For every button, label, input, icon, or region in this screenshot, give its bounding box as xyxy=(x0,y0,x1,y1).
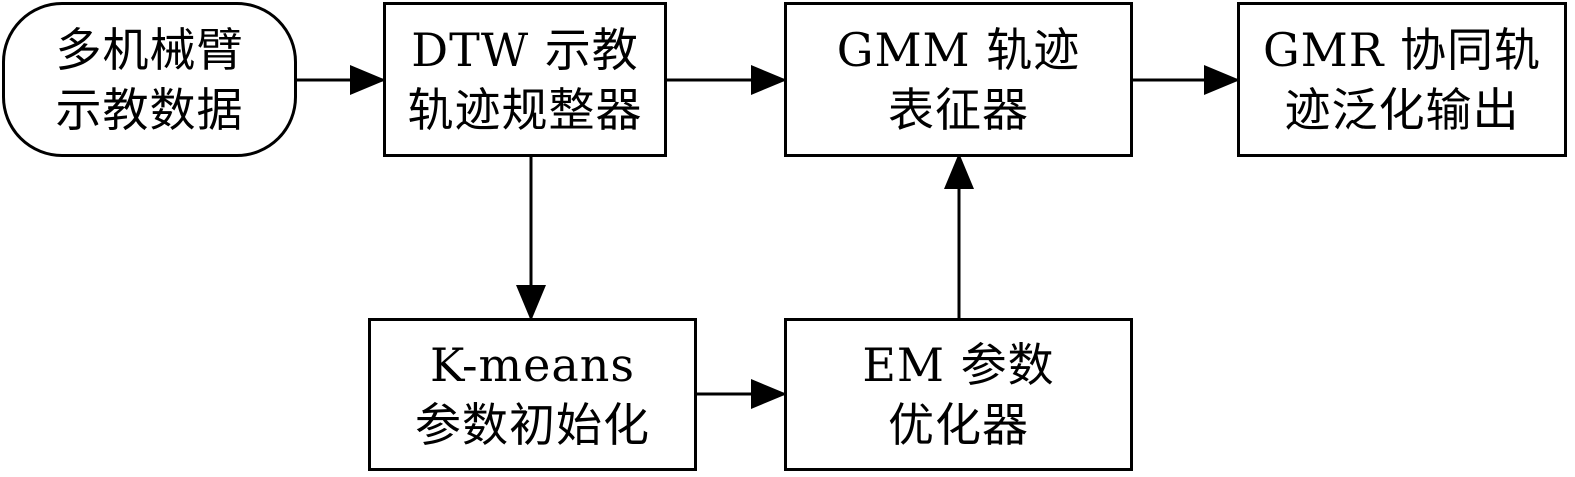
node-source-line1: 多机械臂 xyxy=(55,22,244,77)
node-dtw: DTW 示教 轨迹规整器 xyxy=(383,2,667,157)
node-kmeans-line2: 参数初始化 xyxy=(415,397,650,452)
node-gmm-line1: GMM 轨迹 xyxy=(836,22,1081,77)
node-gmr: GMR 协同轨 迹泛化输出 xyxy=(1237,2,1567,157)
node-source: 多机械臂 示教数据 xyxy=(2,2,297,157)
node-kmeans: K-means 参数初始化 xyxy=(368,318,697,471)
node-gmr-line2: 迹泛化输出 xyxy=(1284,82,1520,137)
node-dtw-line2: 轨迹规整器 xyxy=(407,82,643,137)
node-em: EM 参数 优化器 xyxy=(784,318,1133,471)
node-gmr-line1: GMR 协同轨 xyxy=(1262,22,1542,77)
node-em-line1: EM 参数 xyxy=(862,337,1055,392)
node-source-line2: 示教数据 xyxy=(55,82,244,137)
node-dtw-line1: DTW 示教 xyxy=(411,22,639,77)
node-kmeans-line1: K-means xyxy=(429,337,636,392)
node-gmm: GMM 轨迹 表征器 xyxy=(784,2,1133,157)
node-em-line2: 优化器 xyxy=(888,397,1029,452)
node-gmm-line2: 表征器 xyxy=(888,82,1029,137)
